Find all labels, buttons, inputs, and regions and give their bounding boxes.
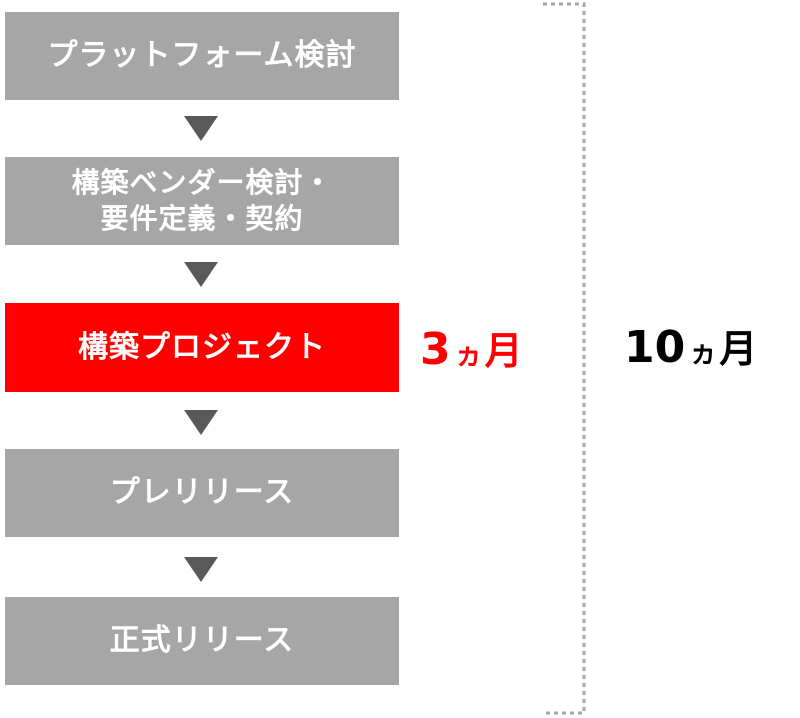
down-arrow-icon <box>184 116 218 141</box>
total-duration-month: 月 <box>719 327 758 371</box>
bracket-line <box>543 2 586 715</box>
step-official-release: 正式リリース <box>5 597 399 685</box>
project-duration-month: 月 <box>484 329 523 373</box>
down-arrow-icon <box>184 557 218 582</box>
step-build-project: 構築プロジェクト <box>5 303 399 392</box>
right-bracket <box>543 2 586 715</box>
step-pre-release: プレリリース <box>5 449 399 537</box>
step-label: 構築プロジェクト <box>78 329 326 365</box>
step-label: プラットフォーム検討 <box>47 38 357 73</box>
step-platform-review: プラットフォーム検討 <box>5 12 399 100</box>
step-label: 正式リリース <box>109 623 295 658</box>
total-duration: 10 ヵ 月 <box>624 318 757 373</box>
step-label-line1: 構築ベンダー検討・ <box>71 166 333 199</box>
down-arrow-icon <box>184 410 218 435</box>
step-label: プレリリース <box>109 475 295 510</box>
project-duration: 3 ヵ 月 <box>420 320 523 375</box>
total-duration-number: 10 <box>624 322 686 373</box>
project-duration-ka: ヵ <box>454 338 483 371</box>
down-arrow-icon <box>184 262 218 287</box>
step-vendor-review: 構築ベンダー検討・ 要件定義・契約 <box>5 157 399 245</box>
step-label-line2: 要件定義・契約 <box>100 202 304 235</box>
total-duration-ka: ヵ <box>689 336 718 369</box>
project-duration-number: 3 <box>420 324 451 375</box>
